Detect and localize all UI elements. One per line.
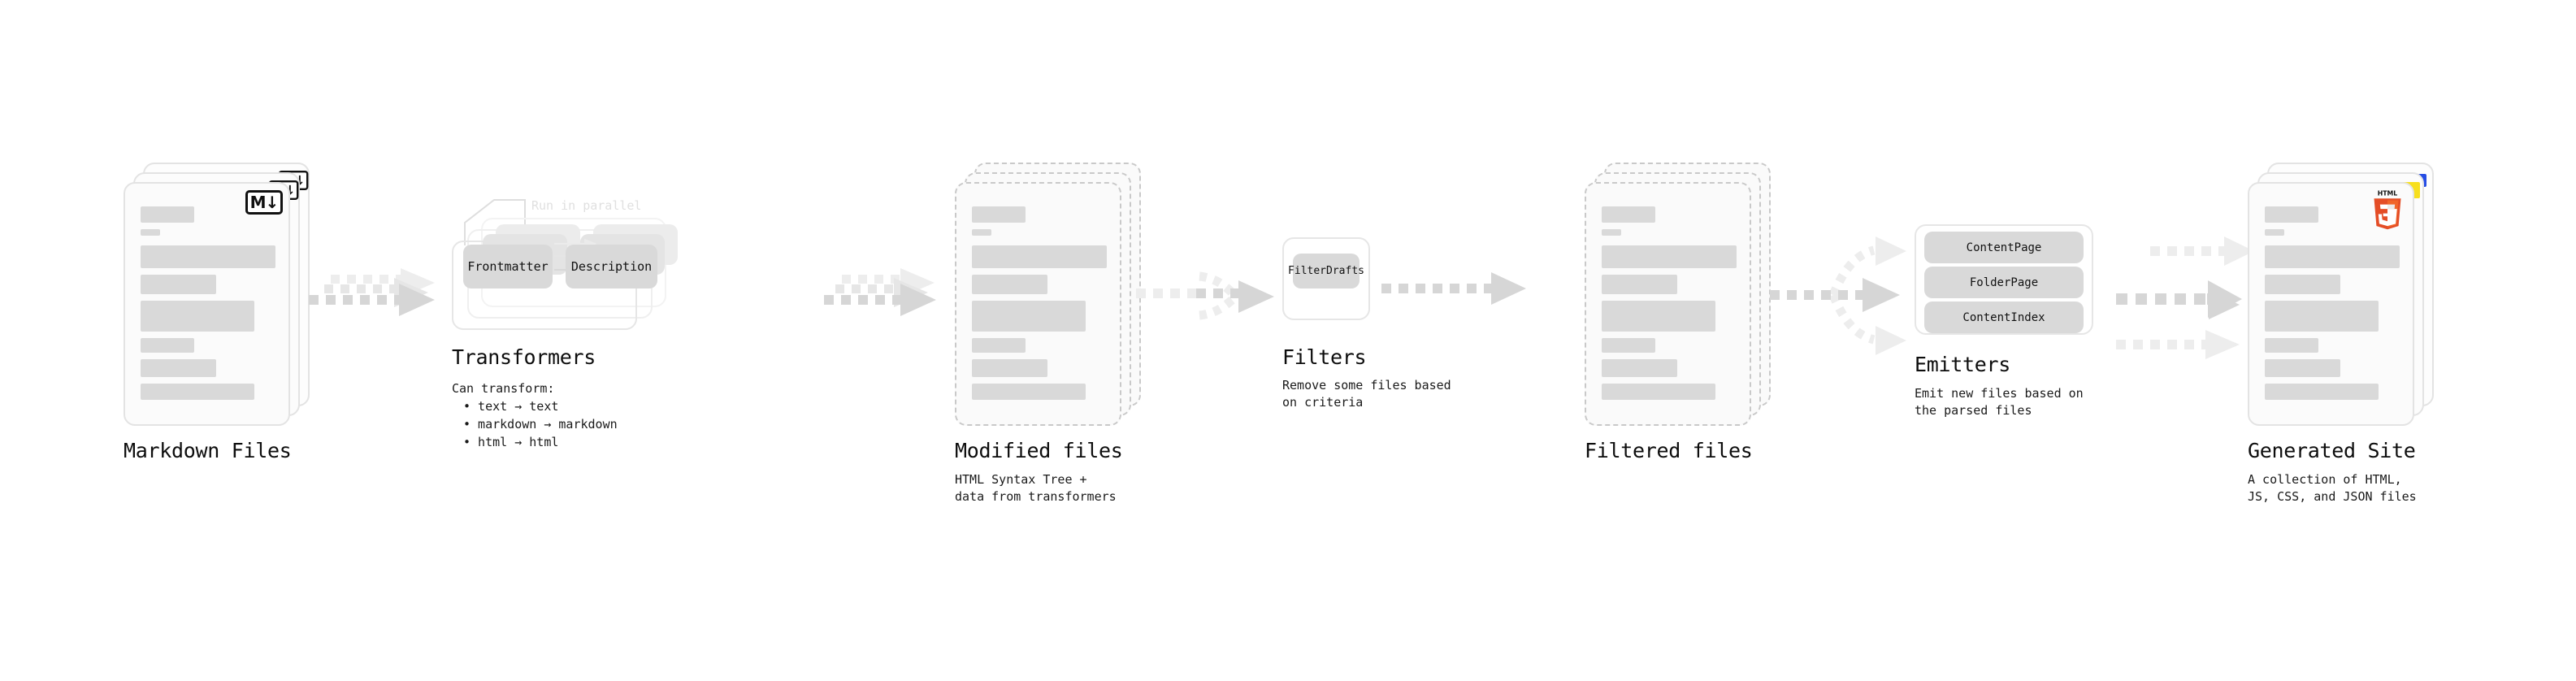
filtered-card-front bbox=[1585, 182, 1751, 426]
stage-desc-generated-site: A collection of HTML, JS, CSS, and JSON … bbox=[2248, 472, 2417, 505]
content-bar bbox=[972, 301, 1086, 332]
content-bar bbox=[141, 245, 275, 268]
content-bar bbox=[1602, 229, 1621, 236]
content-bar bbox=[141, 229, 160, 236]
emitters-group-box bbox=[1915, 224, 2093, 335]
arrow-filtered-to-emitters bbox=[1770, 236, 1906, 355]
filter-pill-filterdrafts[interactable]: FilterDrafts bbox=[1288, 254, 1364, 288]
transformer-pill-description[interactable]: Description bbox=[566, 245, 657, 288]
transformers-bullet-1: • markdown → markdown bbox=[463, 417, 618, 432]
stage-title-markdown-files: Markdown Files bbox=[124, 439, 292, 462]
run-in-parallel-bracket bbox=[464, 199, 526, 245]
content-bar bbox=[972, 206, 1026, 223]
stage-title-filters: Filters bbox=[1282, 345, 1367, 369]
stage-filtered-files: Filtered files bbox=[1585, 163, 1780, 462]
content-bar bbox=[1602, 301, 1715, 332]
stage-title-generated-site: Generated Site bbox=[2248, 439, 2416, 462]
content-bar bbox=[141, 301, 254, 332]
stage-desc-transformers: Can transform: bbox=[452, 381, 555, 396]
content-bar bbox=[2265, 384, 2379, 400]
stage-desc-modified-files: HTML Syntax Tree + data from transformer… bbox=[955, 472, 1117, 505]
content-bar bbox=[141, 359, 216, 377]
content-bar bbox=[1602, 359, 1677, 377]
content-bar bbox=[972, 229, 991, 236]
content-bar bbox=[141, 384, 254, 400]
content-bar bbox=[141, 338, 194, 353]
modified-card-front bbox=[955, 182, 1121, 426]
stage-title-transformers: Transformers bbox=[452, 345, 596, 369]
stage-desc-emitters: Emit new files based on the parsed files bbox=[1915, 386, 2084, 419]
content-bar bbox=[1602, 338, 1655, 353]
emitter-pill-contentindex[interactable]: ContentIndex bbox=[1924, 301, 2084, 333]
content-bar bbox=[972, 275, 1047, 294]
markdown-card-front bbox=[124, 182, 290, 426]
arrow-transformers-to-modified bbox=[824, 268, 936, 316]
stage-modified-files: Modified files HTML Syntax Tree + data f… bbox=[955, 163, 1150, 504]
stage-generated-site: CSS HTML bbox=[2248, 163, 2443, 504]
transformers-bullet-0: • text → text bbox=[463, 399, 559, 414]
site-card-content bbox=[2249, 184, 2413, 424]
content-bar bbox=[2265, 359, 2340, 377]
filters-group-box bbox=[1282, 237, 1370, 320]
content-bar bbox=[972, 384, 1086, 400]
content-bar bbox=[2265, 338, 2318, 353]
content-bar bbox=[1602, 275, 1677, 294]
content-bar bbox=[141, 206, 194, 223]
content-bar bbox=[2265, 206, 2318, 223]
content-bar bbox=[2265, 301, 2379, 332]
content-bar bbox=[1602, 206, 1655, 223]
stage-title-filtered-files: Filtered files bbox=[1585, 439, 1753, 462]
content-bar bbox=[2265, 245, 2400, 268]
run-in-parallel-label: Run in parallel bbox=[531, 198, 642, 213]
content-bar bbox=[1602, 384, 1715, 400]
filtered-card-stack bbox=[1585, 163, 1780, 426]
svg-text:HTML: HTML bbox=[2378, 190, 2398, 197]
content-bar bbox=[972, 359, 1047, 377]
stage-desc-filters: Remove some files based on criteria bbox=[1282, 378, 1451, 410]
arrow-modified-to-filters bbox=[1136, 271, 1274, 320]
content-bar bbox=[972, 338, 1026, 353]
modified-card-stack bbox=[955, 163, 1150, 426]
html5-badge: HTML bbox=[2374, 190, 2401, 230]
markdown-card-content bbox=[125, 184, 288, 424]
stage-markdown-files: M↓ M↓ M↓ Markdown Files bbox=[124, 163, 319, 462]
stage-title-emitters: Emitters bbox=[1915, 353, 2011, 376]
content-bar bbox=[1602, 245, 1737, 268]
emitter-pill-folderpage[interactable]: FolderPage bbox=[1924, 267, 2084, 298]
content-bar bbox=[141, 275, 216, 294]
filtered-card-content bbox=[1586, 184, 1750, 424]
stage-title-modified-files: Modified files bbox=[955, 439, 1123, 462]
content-bar bbox=[2265, 229, 2284, 236]
arrow-to-generated-site bbox=[2209, 290, 2240, 319]
markdown-badge-front: M↓ bbox=[245, 190, 283, 215]
transformer-pill-frontmatter[interactable]: Frontmatter bbox=[463, 245, 553, 288]
content-bar bbox=[2265, 275, 2340, 294]
transformers-bullet-2: • html → html bbox=[463, 435, 559, 449]
arrow-filters-to-filtered bbox=[1381, 272, 1526, 305]
arrow-markdown-to-transformers bbox=[309, 268, 435, 316]
content-bar bbox=[972, 245, 1107, 268]
emitter-pill-contentpage[interactable]: ContentPage bbox=[1924, 232, 2084, 263]
modified-card-content bbox=[956, 184, 1120, 424]
markdown-card-stack: M↓ M↓ M↓ bbox=[124, 163, 319, 426]
site-card-stack: CSS HTML bbox=[2248, 163, 2443, 426]
